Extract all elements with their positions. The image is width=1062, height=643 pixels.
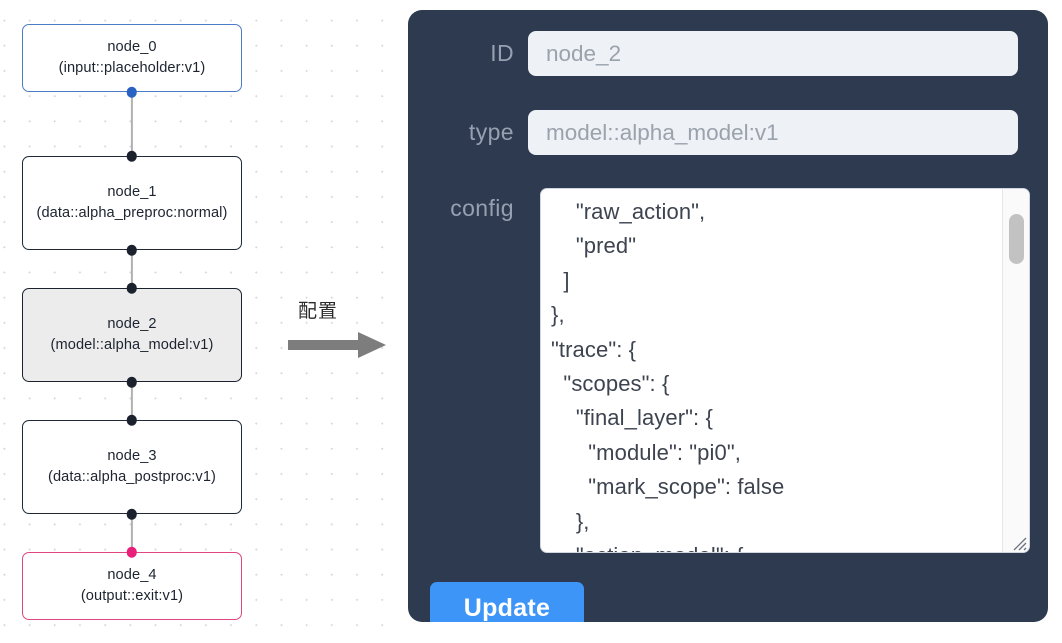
node-handle-target-node_1[interactable] (126, 150, 137, 162)
node-handle-target-node_2[interactable] (126, 282, 137, 294)
config-scrollbar-thumb[interactable] (1009, 214, 1024, 264)
id-field-label: ID (490, 40, 514, 66)
graph-node-node_3[interactable]: node_3 (data::alpha_postproc:v1) (22, 420, 242, 514)
node-handle-source-node_1[interactable] (126, 244, 137, 256)
edge-node1-node2 (130, 250, 133, 288)
graph-node-label: node_4 (output::exit:v1) (80, 566, 184, 605)
graph-node-label: node_2 (model::alpha_model:v1) (50, 315, 214, 354)
edge-node3-node4 (130, 514, 133, 552)
config-textarea[interactable]: "raw_action", "pred" ] }, "trace": { "sc… (551, 199, 785, 552)
edge-node2-node3 (130, 382, 133, 420)
type-field-row: type (408, 110, 1018, 155)
graph-node-node_4[interactable]: node_4 (output::exit:v1) (22, 552, 242, 620)
node-handle-source-node_0[interactable] (126, 86, 137, 98)
update-button[interactable]: Update (430, 582, 584, 622)
graph-node-label: node_3 (data::alpha_postproc:v1) (48, 447, 216, 486)
graph-node-node_2[interactable]: node_2 (model::alpha_model:v1) (22, 288, 242, 382)
type-field-label: type (468, 119, 514, 145)
transition-arrow-group: 配置 (288, 296, 398, 360)
transition-caption: 配置 (298, 300, 339, 322)
graph-node-label: node_0 (input::placeholder:v1) (58, 38, 206, 77)
config-field-label: config (450, 195, 514, 221)
arrow-right-icon (288, 332, 386, 358)
node-handle-target-node_3[interactable] (126, 414, 137, 426)
node-handle-target-node_4[interactable] (126, 546, 137, 558)
graph-node-label: node_1 (data::alpha_preproc:normal) (36, 183, 228, 222)
node-handle-source-node_2[interactable] (126, 376, 137, 388)
node-handle-source-node_3[interactable] (126, 508, 137, 520)
graph-node-node_1[interactable]: node_1 (data::alpha_preproc:normal) (22, 156, 242, 250)
resize-grip-icon[interactable] (1010, 534, 1027, 551)
config-scrollbar[interactable] (1002, 189, 1029, 552)
node-properties-panel: ID type config "raw_action", "pred" ] },… (408, 10, 1048, 622)
config-textarea-wrapper: "raw_action", "pred" ] }, "trace": { "sc… (540, 188, 1030, 553)
edge-node0-node1 (130, 92, 133, 156)
id-input[interactable] (528, 31, 1018, 76)
id-field-row: ID (408, 31, 1018, 76)
graph-canvas[interactable]: node_0 (input::placeholder:v1) node_1 (d… (0, 0, 406, 643)
type-input[interactable] (528, 110, 1018, 155)
graph-node-node_0[interactable]: node_0 (input::placeholder:v1) (22, 24, 242, 92)
